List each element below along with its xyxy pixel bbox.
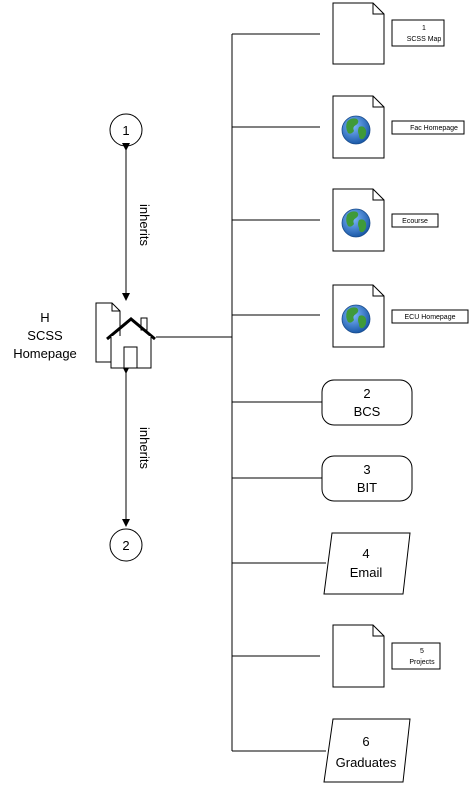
house-icon: [106, 317, 156, 369]
child-bit-label: BIT: [357, 480, 377, 495]
child-bcs-num: 2: [363, 386, 370, 401]
child-projects[interactable]: 5 Projects: [332, 624, 441, 688]
child-bit-num: 3: [363, 462, 370, 477]
child-bcs-label: BCS: [354, 404, 381, 419]
parent-node-2[interactable]: 2: [109, 528, 143, 562]
page-icon: [332, 624, 385, 688]
child-graduates-label: Graduates: [336, 755, 397, 770]
parent-node-1[interactable]: 1: [109, 113, 143, 147]
parent-node-1-id: 1: [122, 123, 129, 138]
globe-icon: [341, 208, 371, 238]
child-bcs[interactable]: 2 BCS: [321, 379, 413, 426]
child-scss-map-num: 1: [422, 25, 426, 32]
child-ecu-homepage-label: ECU Homepage: [405, 314, 456, 321]
child-email-label: Email: [350, 565, 383, 580]
globe-icon: [341, 115, 371, 145]
child-fac-homepage[interactable]: Fac Homepage: [332, 95, 465, 159]
child-graduates[interactable]: 6 Graduates: [323, 718, 411, 783]
child-scss-map[interactable]: 1 SCSS Map: [332, 2, 445, 65]
child-ecourse-label: Ecourse: [402, 218, 428, 225]
child-projects-label: Projects: [409, 659, 435, 666]
inherits-label-2: inherits: [137, 427, 152, 469]
home-node[interactable]: [95, 302, 156, 369]
globe-icon: [341, 304, 371, 334]
home-label-homepage: Homepage: [13, 346, 77, 361]
parent-node-2-id: 2: [122, 538, 129, 553]
child-ecourse[interactable]: Ecourse: [332, 188, 439, 252]
child-projects-num: 5: [420, 648, 424, 655]
connectors: [156, 33, 326, 752]
child-scss-map-label: SCSS Map: [407, 36, 442, 43]
child-email[interactable]: 4 Email: [323, 532, 411, 595]
home-label-scss: SCSS: [27, 328, 63, 343]
page-icon: [332, 2, 385, 65]
home-label-h: H: [40, 310, 49, 325]
child-graduates-num: 6: [362, 734, 369, 749]
child-ecu-homepage[interactable]: ECU Homepage: [332, 284, 469, 348]
child-email-num: 4: [362, 546, 369, 561]
child-bit[interactable]: 3 BIT: [321, 455, 413, 502]
child-fac-homepage-label: Fac Homepage: [410, 125, 458, 132]
inherits-label-1: inherits: [137, 204, 152, 246]
